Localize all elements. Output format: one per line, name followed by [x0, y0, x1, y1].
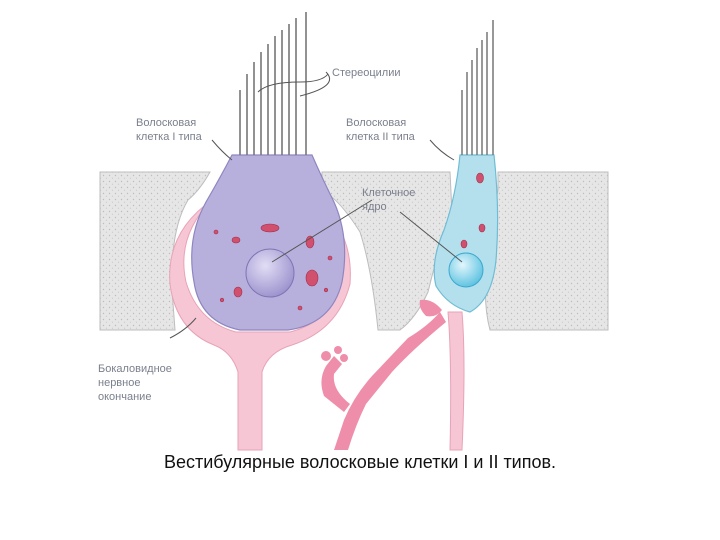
label-type2-line1: Волосковая [346, 117, 406, 129]
leader-lines [169, 71, 463, 339]
slide-caption: Вестибулярные волосковые клетки I и II т… [163, 452, 557, 472]
label-calyx-line3: окончание [98, 391, 151, 403]
hair-cells-diagram: Стереоцилии Волосковая клетка I типа Вол… [98, 12, 609, 451]
type2-organelles [460, 172, 486, 249]
supporting-tissue [99, 171, 609, 331]
label-nucleus-line1: Клеточное [362, 187, 415, 199]
label-calyx-line2: нервное [98, 377, 140, 389]
label-nucleus-line2: ядро [362, 201, 387, 213]
label-calyx-line1: Бокаловидное [98, 363, 172, 375]
label-stereocilia: Стереоцилии [332, 67, 400, 79]
type1-organelles [213, 223, 333, 311]
label-type1-line2: клетка I типа [136, 131, 203, 143]
label-type1-line1: Волосковая [136, 117, 196, 129]
type2-nerve-fibers [321, 299, 465, 451]
type2-stereocilia [461, 20, 494, 155]
type2-nucleus [448, 252, 484, 288]
type1-hair-cell [191, 154, 346, 331]
label-type2-line2: клетка II типа [346, 131, 416, 143]
calyx-nerve-ending [169, 199, 351, 451]
type1-stereocilia [239, 12, 307, 155]
type1-nucleus [245, 248, 295, 298]
